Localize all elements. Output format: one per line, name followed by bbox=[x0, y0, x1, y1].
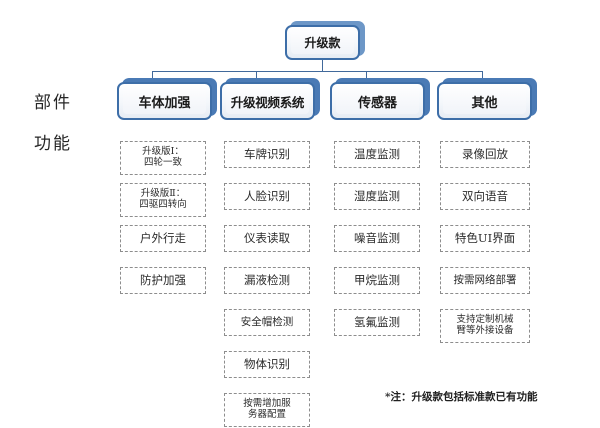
leaf-item-label: 双向语音 bbox=[462, 188, 508, 203]
connector-branch-1 bbox=[256, 71, 257, 82]
leaf-item[interactable]: 物体识别 bbox=[224, 351, 310, 378]
node-root-face: 升级款 bbox=[285, 25, 360, 60]
leaf-item[interactable]: 升级版Ⅰ： 四轮一致 bbox=[120, 141, 206, 175]
leaf-item-label: 支持定制机械 臂等外接设备 bbox=[456, 314, 514, 336]
row-label-parts: 部件 bbox=[34, 93, 72, 113]
leaf-item[interactable]: 甲烷监测 bbox=[334, 267, 420, 294]
leaf-item[interactable]: 湿度监测 bbox=[334, 183, 420, 210]
connector-branch-3 bbox=[482, 71, 483, 82]
leaf-item[interactable]: 氢氟监测 bbox=[334, 309, 420, 336]
leaf-item-label: 升级版Ⅰ： 四轮一致 bbox=[142, 146, 184, 168]
leaf-item[interactable]: 漏液检测 bbox=[224, 267, 310, 294]
node-column-0-inner: 车体加强 bbox=[123, 88, 206, 114]
connector-root-stem bbox=[322, 60, 323, 72]
row-label-functions: 功能 bbox=[34, 134, 72, 154]
leaf-item-label: 特色UI界面 bbox=[454, 230, 516, 245]
node-column-2[interactable]: 传感器 bbox=[330, 78, 430, 120]
node-column-3[interactable]: 其他 bbox=[437, 78, 537, 120]
node-column-1-inner: 升级视频系统 bbox=[226, 88, 309, 114]
connector-branch-2 bbox=[366, 71, 367, 82]
leaf-item-label: 升级版Ⅱ： 四驱四转向 bbox=[139, 188, 187, 210]
leaf-item[interactable]: 录像回放 bbox=[440, 141, 530, 168]
leaf-item-label: 仪表读取 bbox=[244, 230, 290, 245]
node-column-1-face: 升级视频系统 bbox=[220, 82, 315, 120]
leaf-item-label: 人脸识别 bbox=[244, 188, 290, 203]
node-column-1[interactable]: 升级视频系统 bbox=[220, 78, 320, 120]
node-column-0[interactable]: 车体加强 bbox=[117, 78, 217, 120]
leaf-item-label: 甲烷监测 bbox=[354, 272, 400, 287]
leaf-item-label: 物体识别 bbox=[244, 356, 290, 371]
footnote: *注：升级款包括标准款已有功能 bbox=[385, 391, 538, 403]
node-column-0-label: 车体加强 bbox=[138, 95, 191, 111]
leaf-item-label: 车牌识别 bbox=[244, 146, 290, 161]
node-root[interactable]: 升级款 bbox=[285, 21, 365, 60]
leaf-item[interactable]: 车牌识别 bbox=[224, 141, 310, 168]
leaf-item[interactable]: 安全帽检测 bbox=[224, 309, 310, 336]
leaf-item-label: 噪音监测 bbox=[354, 230, 400, 245]
connector-branch-0 bbox=[152, 71, 153, 82]
node-column-2-label: 传感器 bbox=[357, 95, 397, 111]
leaf-item-label: 防护加强 bbox=[140, 272, 186, 287]
leaf-item[interactable]: 升级版Ⅱ： 四驱四转向 bbox=[120, 183, 206, 217]
leaf-item-label: 温度监测 bbox=[354, 146, 400, 161]
leaf-item-label: 安全帽检测 bbox=[240, 316, 294, 329]
node-column-2-inner: 传感器 bbox=[336, 88, 419, 114]
leaf-item[interactable]: 特色UI界面 bbox=[440, 225, 530, 252]
node-column-3-inner: 其他 bbox=[443, 88, 526, 114]
leaf-item[interactable]: 按需网络部署 bbox=[440, 267, 530, 294]
leaf-item-label: 按需网络部署 bbox=[453, 274, 517, 287]
node-column-2-face: 传感器 bbox=[330, 82, 425, 120]
leaf-item[interactable]: 人脸识别 bbox=[224, 183, 310, 210]
leaf-item-label: 按需增加服 务器配置 bbox=[243, 398, 291, 420]
leaf-item-label: 漏液检测 bbox=[244, 272, 290, 287]
leaf-item[interactable]: 双向语音 bbox=[440, 183, 530, 210]
leaf-item[interactable]: 温度监测 bbox=[334, 141, 420, 168]
leaf-item-label: 湿度监测 bbox=[354, 188, 400, 203]
node-column-0-face: 车体加强 bbox=[117, 82, 212, 120]
leaf-item[interactable]: 户外行走 bbox=[120, 225, 206, 252]
leaf-item[interactable]: 按需增加服 务器配置 bbox=[224, 393, 310, 427]
leaf-item-label: 户外行走 bbox=[140, 230, 186, 245]
leaf-item[interactable]: 防护加强 bbox=[120, 267, 206, 294]
node-root-inner: 升级款 bbox=[291, 31, 354, 54]
node-column-3-label: 其他 bbox=[471, 95, 498, 111]
node-root-label: 升级款 bbox=[304, 36, 341, 50]
leaf-item[interactable]: 支持定制机械 臂等外接设备 bbox=[440, 309, 530, 343]
leaf-item-label: 录像回放 bbox=[462, 146, 508, 161]
node-column-1-label: 升级视频系统 bbox=[230, 94, 305, 110]
leaf-item[interactable]: 噪音监测 bbox=[334, 225, 420, 252]
leaf-item-label: 氢氟监测 bbox=[354, 314, 400, 329]
node-column-3-face: 其他 bbox=[437, 82, 532, 120]
leaf-item[interactable]: 仪表读取 bbox=[224, 225, 310, 252]
connector-bus bbox=[152, 71, 483, 72]
